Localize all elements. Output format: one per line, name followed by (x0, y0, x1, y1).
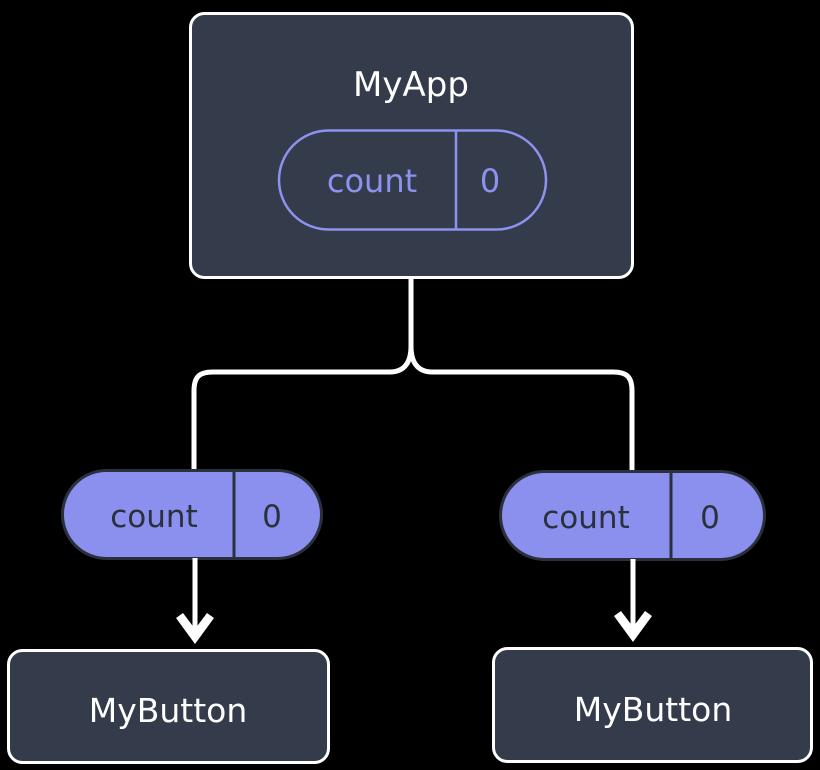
myapp-state-value: 0 (480, 162, 500, 200)
left-pill-body[interactable] (61, 469, 323, 560)
myapp-title: MyApp (353, 65, 469, 105)
connector-branch-left (191, 345, 414, 470)
left-arrow (176, 558, 214, 644)
myapp-state-key: count (327, 162, 417, 200)
left-branch-group: count 0 MyButton (7, 469, 330, 764)
right-branch-group: count 0 MyButton (492, 470, 813, 763)
node-mybutton-left[interactable]: MyButton (7, 649, 330, 764)
left-prop-value: 0 (262, 499, 282, 535)
right-prop-pill[interactable]: count 0 (499, 470, 766, 561)
myapp-box[interactable] (189, 12, 634, 279)
myapp-state-pill[interactable]: count 0 (277, 129, 548, 231)
left-prop-key: count (110, 499, 197, 535)
left-prop-pill[interactable]: count 0 (61, 469, 323, 560)
node-mybutton-right[interactable]: MyButton (492, 647, 813, 763)
mybutton-right-title: MyButton (574, 690, 733, 729)
right-pill-body[interactable] (499, 470, 766, 561)
right-prop-value: 0 (700, 500, 720, 536)
left-arrow-head-icon (176, 613, 214, 644)
connector-group (191, 277, 635, 471)
right-arrow (614, 559, 652, 642)
mybutton-left-title: MyButton (89, 691, 248, 730)
connector-branch-right (408, 345, 635, 471)
mybutton-left-box[interactable] (7, 649, 330, 764)
myapp-pill-outline[interactable] (277, 129, 548, 231)
right-arrow-head-icon (614, 611, 652, 642)
mybutton-right-box[interactable] (492, 647, 813, 763)
right-prop-key: count (542, 500, 629, 536)
node-myapp[interactable]: MyApp count 0 (189, 12, 634, 279)
